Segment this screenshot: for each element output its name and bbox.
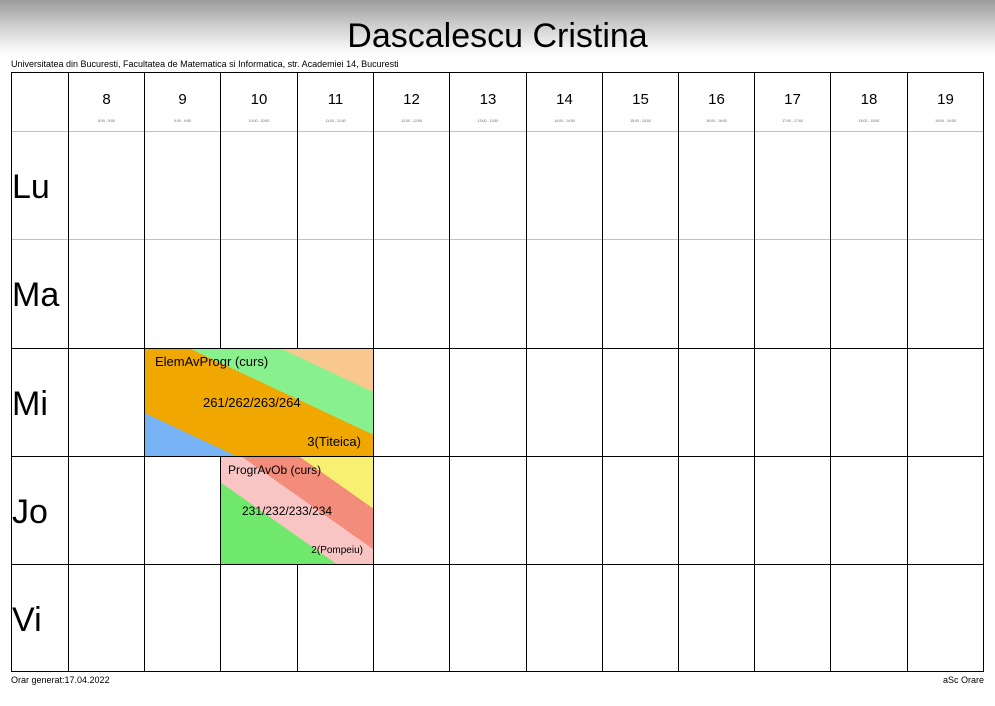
column-separator [144, 72, 145, 672]
grid-right-border [983, 72, 984, 672]
lesson-groups: 231/232/233/234 [242, 504, 333, 518]
hour-range: 10:00 - 10:50 [248, 119, 270, 123]
hour-header-13: 13 13:00 - 13:50 [450, 72, 526, 130]
column-separator [373, 72, 374, 672]
hour-header-14: 14 14:00 - 14:50 [527, 72, 602, 130]
hour-range: 16:00 - 16:50 [706, 119, 727, 123]
hour-header-11: 11 11:00 - 11:50 [298, 72, 373, 130]
header-row-separator [11, 131, 984, 132]
row-separator [11, 564, 984, 565]
column-separator [68, 72, 69, 672]
day-label-ma: Ma [12, 276, 60, 314]
hour-range: 13:00 - 13:50 [477, 119, 499, 123]
hour-range: 14:00 - 14:50 [554, 119, 575, 123]
column-separator [526, 72, 527, 672]
lesson-room: 3(Titeica) [307, 434, 361, 449]
hour-range: 11:00 - 11:50 [325, 119, 346, 123]
hour-header-17: 17 17:00 - 17:50 [755, 72, 830, 130]
hour-header-15: 15 15:00 - 15:50 [603, 72, 678, 130]
day-label-vi: Vi [12, 601, 42, 639]
hour-range: 12:00 - 12:50 [401, 119, 422, 123]
column-separator [754, 72, 755, 672]
hour-header-18: 18 18:00 - 18:50 [831, 72, 907, 130]
page-title: Dascalescu Cristina [347, 17, 648, 55]
row-separator [11, 239, 984, 240]
hour-range: 15:00 - 15:50 [630, 119, 651, 123]
hour-label: 9 [178, 91, 187, 108]
lesson-subject: ElemAvProgr (curs) [155, 354, 269, 369]
lesson-progravob[interactable]: ProgrAvOb (curs) 231/232/233/234 2(Pompe… [221, 457, 373, 564]
header-gradient-bar [0, 0, 995, 58]
hour-label: 19 [937, 91, 954, 108]
hour-header-10: 10 10:00 - 10:50 [221, 72, 297, 130]
grid-left-border [11, 72, 12, 672]
column-separator [449, 72, 450, 672]
hour-label: 16 [708, 91, 725, 108]
column-separator [678, 72, 679, 672]
hour-range: 18:00 - 18:50 [858, 119, 880, 123]
hour-label: 12 [403, 91, 420, 108]
grid-bottom-border [11, 671, 984, 672]
day-label-lu: Lu [12, 168, 50, 206]
hour-header-9: 9 9:00 - 9:50 [145, 72, 220, 130]
hour-label: 13 [479, 91, 497, 108]
hour-header-19: 19 19:00 - 19:50 [908, 72, 983, 130]
column-separator [907, 72, 908, 672]
hour-label: 10 [250, 91, 268, 108]
grid-top-border [11, 72, 984, 73]
hour-label: 14 [556, 91, 573, 108]
hour-header-8: 8 8:00 - 8:50 [69, 72, 144, 130]
column-separator [830, 72, 831, 672]
column-separator [602, 72, 603, 672]
hour-label: 11 [327, 91, 344, 108]
hour-label: 8 [102, 91, 111, 108]
hour-label: 15 [632, 91, 649, 108]
lesson-groups: 261/262/263/264 [203, 395, 301, 410]
row-separator [11, 456, 984, 457]
hour-range: 17:00 - 17:50 [782, 119, 803, 123]
hour-header-16: 16 16:00 - 16:50 [679, 72, 754, 130]
generated-date: Orar generat:17.04.2022 [11, 675, 110, 685]
lesson-elemavprogr[interactable]: ElemAvProgr (curs) 261/262/263/264 3(Tit… [145, 349, 373, 456]
lesson-room: 2(Pompeiu) [311, 545, 363, 556]
brand-label: aSc Orare [942, 675, 984, 685]
day-label-jo: Jo [12, 493, 48, 531]
lesson-subject: ProgrAvOb (curs) [228, 463, 322, 477]
hour-range: 8:00 - 8:50 [98, 119, 115, 123]
day-label-mi: Mi [12, 385, 48, 423]
row-separator [11, 348, 984, 349]
hour-range: 9:00 - 9:50 [174, 119, 191, 123]
hour-label: 17 [784, 91, 801, 108]
hour-header-12: 12 12:00 - 12:50 [374, 72, 449, 130]
hour-range: 19:00 - 19:50 [935, 119, 956, 123]
institution-address: Universitatea din Bucuresti, Facultatea … [11, 59, 399, 69]
hour-label: 18 [860, 91, 878, 108]
